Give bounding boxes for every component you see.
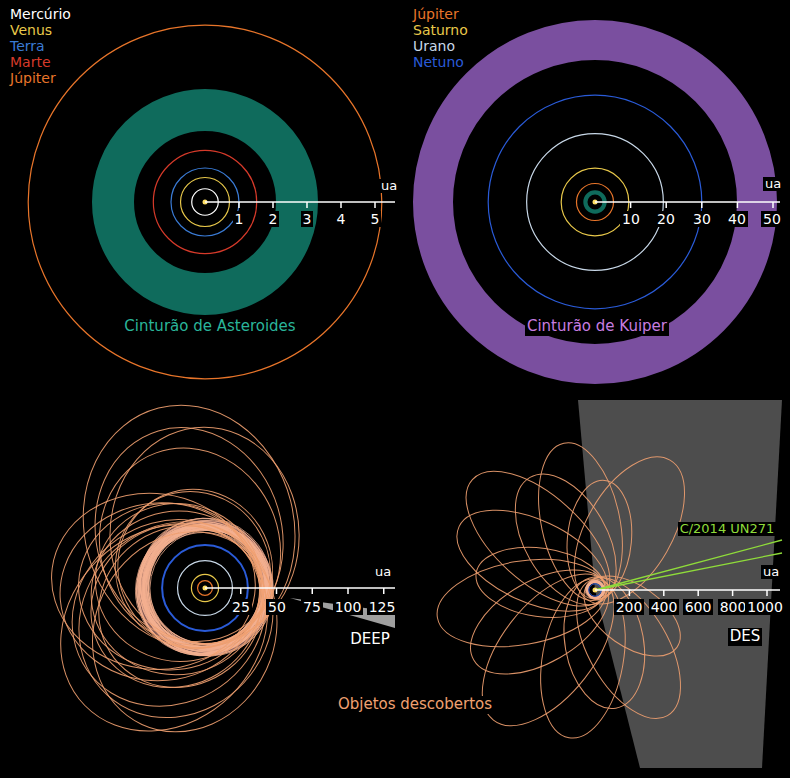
legend-text: Mercúrio [10,6,71,22]
comet-orbit [595,540,782,590]
tick-number: 100 [333,599,364,615]
object-orbit [554,571,654,715]
scale-tick [732,590,734,596]
legend-entry: Urano [413,38,455,54]
legend-text: Marte [10,54,51,70]
legend-text: Urano [413,38,455,54]
object-orbit [60,501,309,762]
scale-tick [772,202,774,208]
object-orbit [36,482,303,744]
scale-tick [272,202,274,208]
object-orbit [39,482,314,758]
survey-name: DEEP [348,631,392,648]
legend-entry: Venus [10,22,52,38]
object-orbit [81,488,276,676]
belt-label: Cinturão de Kuiper [525,318,669,335]
axis-unit: ua [761,565,781,580]
scale-tick [665,202,667,208]
scale-tick [240,588,242,594]
object-orbit [60,492,292,719]
scale-tick [383,588,385,594]
tick-number: 400 [649,599,680,615]
object-orbit [18,482,309,773]
object-orbit [442,489,623,632]
legend-text: Júpiter [10,70,56,86]
tick-number: 75 [301,599,323,615]
scale-tick [630,202,632,208]
scale-tick [663,590,665,596]
object-orbit [457,551,640,748]
object-orbit [453,548,626,695]
scale-axis [205,587,395,589]
legend-text: Terra [10,38,45,54]
belt-label: Cinturão de Asteroides [122,318,297,335]
tick-number: 800 [718,599,749,615]
comet-orbit [595,553,782,590]
scale-tick [306,202,308,208]
tick-number: 50 [266,599,288,615]
tick-number: 600 [683,599,714,615]
tick-number: 200 [614,599,645,615]
scale-tick [766,590,768,596]
axis-unit: ua [379,179,399,194]
comet-name: C/2014 UN271 [678,522,777,537]
object-orbit [430,547,613,659]
scale-tick [697,590,699,596]
object-orbit [131,509,280,658]
object-orbit [91,463,299,674]
scale-tick [629,590,631,596]
caption-label: Objetos descobertos [336,696,494,713]
tick-number: 4 [335,211,348,227]
object-orbit [57,382,321,671]
tick-number: 20 [655,211,677,227]
legend-text: Júpiter [413,6,459,22]
scale-axis [205,201,395,203]
legend-entry: Marte [10,54,51,70]
scale-axis [595,201,780,203]
object-orbit [41,481,266,681]
scale-tick [276,588,278,594]
tick-number: 40 [726,211,748,227]
object-orbit [66,493,295,720]
survey-field [578,400,782,768]
tick-number: 50 [761,211,783,227]
scale-tick [340,202,342,208]
tick-number: 30 [691,211,713,227]
tick-number: 2 [267,211,280,227]
scale-tick [312,588,314,594]
survey-name: DES [728,628,763,645]
axis-unit: ua [373,565,393,580]
scale-tick [374,202,376,208]
tick-number: 1000 [745,599,785,615]
scale-tick [238,202,240,208]
object-orbit [584,577,609,602]
tick-number: 125 [367,599,398,615]
axis-unit: ua [763,177,783,192]
legend-text: Netuno [413,54,464,70]
object-orbit [69,404,308,664]
object-orbit [85,461,301,678]
scale-tick [347,588,349,594]
tick-number: 10 [620,211,642,227]
tick-number: 5 [369,211,382,227]
legend-entry: Terra [10,38,45,54]
legend-entry: Saturno [413,22,468,38]
legend-text: Venus [10,22,52,38]
legend-entry: Netuno [413,54,464,70]
object-orbit [109,426,300,644]
legend-entry: Mercúrio [10,6,71,22]
legend-entry: Júpiter [10,70,56,86]
object-orbit [53,495,267,689]
legend-text: Saturno [413,22,468,38]
tick-number: 3 [301,211,314,227]
object-orbit [494,457,637,622]
tick-number: 1 [233,211,246,227]
object-orbit [570,560,694,673]
scale-tick [737,202,739,208]
scale-axis [595,589,780,591]
tick-number: 25 [230,599,252,615]
scale-tick [701,202,703,208]
legend-entry: Júpiter [413,6,459,22]
